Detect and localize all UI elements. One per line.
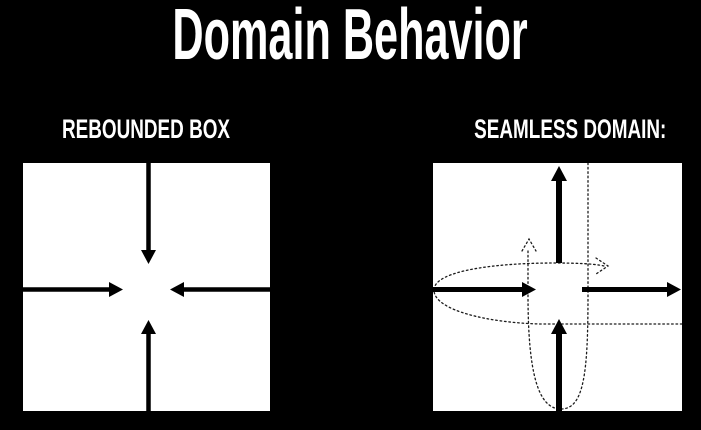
arrow-exit-top-icon	[551, 166, 567, 263]
arrow-exit-right-icon	[582, 282, 681, 297]
panel-label-seamless-domain: SEAMLESS DOMAIN:	[474, 114, 667, 144]
arrow-inward-from-bottom-icon	[141, 320, 156, 411]
chevron-right-reentry-icon	[595, 257, 610, 275]
panel-label-rebounded-box: REBOUNDED BOX	[62, 114, 231, 144]
arrow-enter-from-bottom-icon	[551, 319, 567, 411]
arrow-inward-from-top-icon	[141, 163, 156, 264]
page-title: Domain Behavior	[0, 0, 701, 75]
chevron-up-reentry-icon	[521, 237, 537, 252]
rebounded-box-panel	[23, 163, 270, 411]
seamless-domain-panel	[433, 163, 682, 411]
arrow-inward-from-left-icon	[23, 282, 123, 297]
seamless-domain-diagram	[433, 163, 682, 411]
arrow-inward-from-right-icon	[170, 282, 270, 297]
arrow-enter-from-left-icon	[433, 282, 536, 297]
page-title-text: Domain Behavior	[172, 0, 529, 75]
rebounded-box-diagram	[23, 163, 270, 411]
wrap-loop-right-to-left-path	[433, 262, 682, 325]
